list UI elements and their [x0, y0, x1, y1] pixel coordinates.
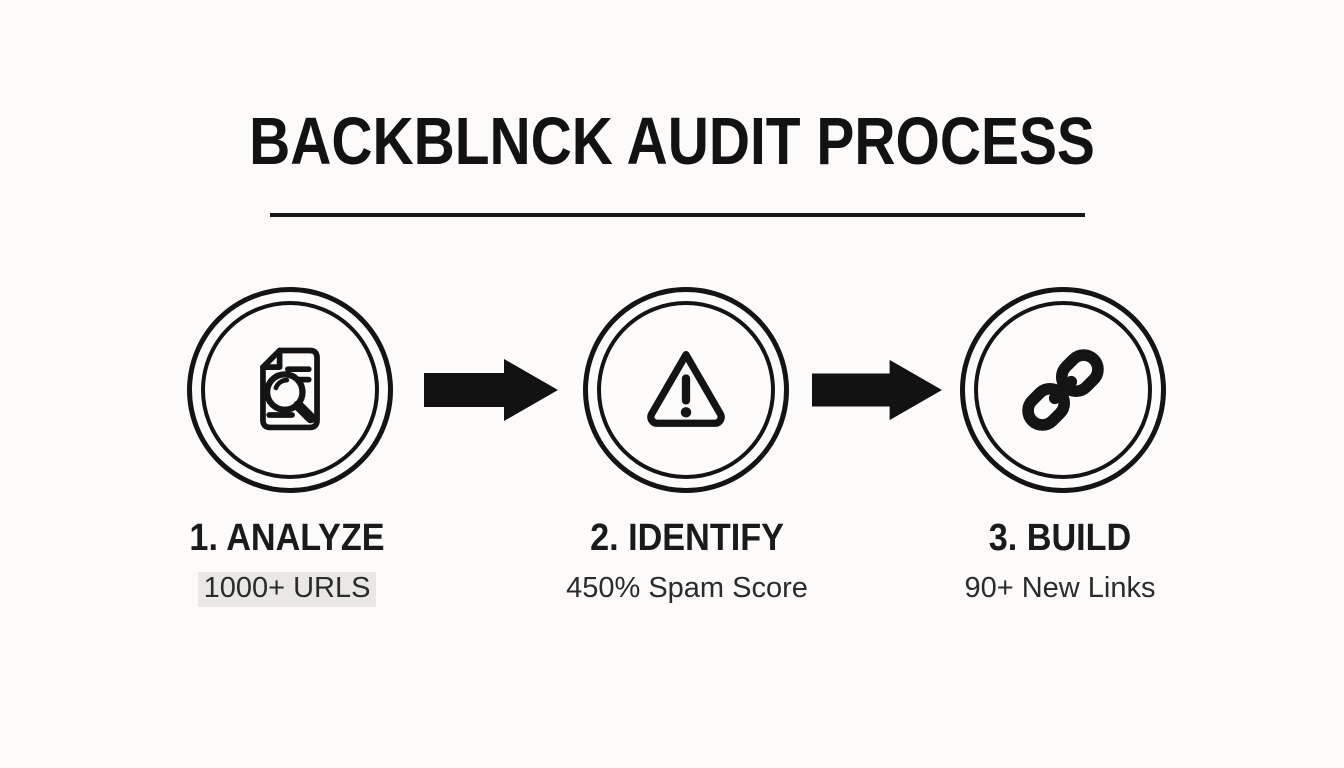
step-detail: 1000+ URLS [127, 572, 447, 607]
step-label-identify: 2. IDENTIFY 450% Spam Score [527, 518, 847, 607]
document-search-icon [260, 347, 320, 431]
step-label-analyze: 1. ANALYZE 1000+ URLS [127, 518, 447, 607]
warning-triangle-icon [647, 351, 725, 427]
step-title: 3. BUILD [988, 517, 1132, 559]
step-label-build: 3. BUILD 90+ New Links [900, 518, 1220, 607]
chain-link-icon [1022, 349, 1104, 431]
step-title: 1. ANALYZE [189, 517, 385, 559]
step-circle-build [960, 287, 1166, 493]
title-underline [270, 213, 1085, 217]
step-title: 2. IDENTIFY [590, 517, 784, 559]
page-title: BACKBLNCK AUDIT PROCESS [249, 104, 1095, 179]
step-circle-analyze [187, 287, 393, 493]
step-circle-identify [583, 287, 789, 493]
step-detail: 90+ New Links [964, 572, 1156, 604]
step-detail: 450% Spam Score [566, 572, 808, 604]
arrow-right-icon [424, 359, 558, 421]
arrow-right-icon [812, 359, 942, 421]
